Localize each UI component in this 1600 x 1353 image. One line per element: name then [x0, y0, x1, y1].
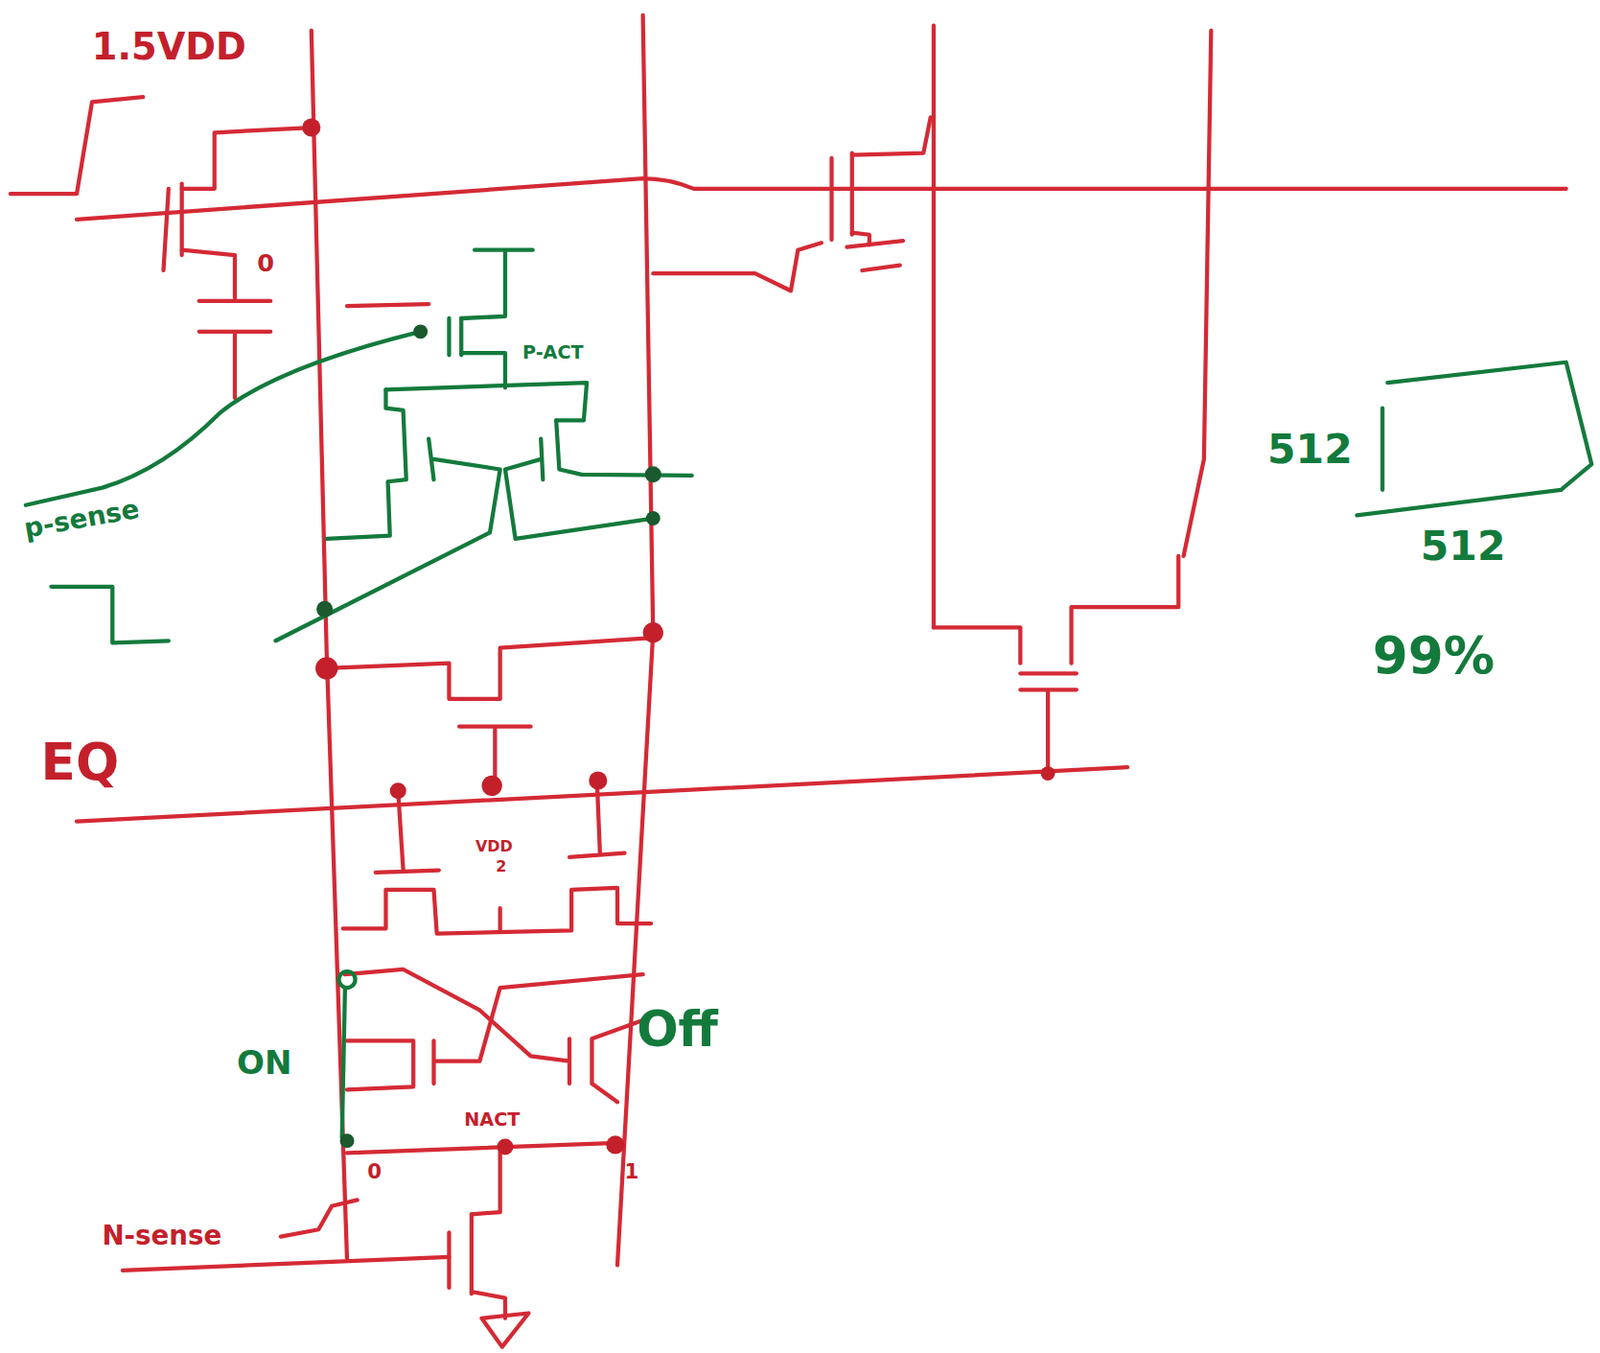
- signal-name: p-sense: [22, 494, 141, 541]
- wire: [461, 250, 533, 319]
- gate-plate: [163, 188, 169, 271]
- wire: [342, 987, 346, 1137]
- nmos-transistor: [591, 1020, 643, 1102]
- capacitor-symbol: [846, 240, 904, 271]
- wire: [461, 352, 506, 388]
- supply-label: 2: [495, 858, 507, 875]
- signal-name: P-ACT: [522, 343, 584, 362]
- junction-dot: [643, 622, 664, 643]
- io-line: [1183, 30, 1212, 557]
- supply-label: 1.5VDD: [92, 28, 247, 66]
- wordline: [76, 178, 1567, 220]
- junction-dot: [413, 324, 428, 339]
- n-sense-line: [122, 1256, 450, 1271]
- wire: [347, 303, 429, 306]
- bracket: [1380, 408, 1385, 490]
- wire: [182, 127, 312, 189]
- junction-dot: [646, 510, 661, 526]
- junction-dot: [339, 971, 356, 988]
- junction-dot: [645, 465, 662, 483]
- red-wiring: [10, 15, 1567, 1347]
- pulse-waveform: [10, 96, 143, 194]
- cross-gate: [433, 973, 643, 1084]
- equalize-transistor: [326, 637, 654, 699]
- precharge-transistors: [343, 887, 651, 934]
- junction-dot: [390, 782, 407, 799]
- state-note: Off: [636, 1004, 719, 1054]
- p-sense-line: [25, 331, 421, 506]
- gate-plate: [375, 790, 440, 873]
- cross-gate: [345, 969, 570, 1084]
- pulse-waveform: [280, 1199, 358, 1236]
- capacitor-symbol: [199, 301, 271, 398]
- wire: [498, 907, 503, 931]
- wire: [385, 382, 587, 420]
- signal-name: N-sense: [101, 1222, 222, 1250]
- io-line: [931, 25, 936, 628]
- transistor-symbol: [448, 318, 462, 355]
- bracket: [1357, 362, 1593, 516]
- junction-dot: [301, 117, 321, 137]
- junction-dot: [496, 1138, 513, 1156]
- ground-symbol: [482, 1313, 530, 1347]
- pulse-waveform: [50, 586, 168, 644]
- wire: [1071, 556, 1180, 664]
- wire: [852, 116, 931, 155]
- wire: [182, 250, 235, 299]
- junction-dot: [340, 1133, 355, 1148]
- nmos-transistor: [347, 1040, 414, 1090]
- state-note: ON: [236, 1045, 292, 1079]
- logic-level: 0: [256, 251, 275, 277]
- cross-gate: [505, 459, 653, 539]
- nact-line: [347, 1142, 618, 1154]
- junction-dot: [588, 770, 607, 789]
- junction-dot: [1041, 765, 1056, 781]
- junction-dot: [482, 775, 503, 796]
- transistor-symbol: [448, 1213, 471, 1294]
- count-label: 512: [1267, 428, 1353, 470]
- pmos-transistor: [556, 419, 693, 475]
- logic-level: 1: [624, 1160, 639, 1182]
- junction-dot: [605, 1135, 625, 1154]
- gate-plate: [569, 780, 625, 858]
- transistor-symbol: [1020, 672, 1077, 773]
- bitline: [311, 30, 348, 1260]
- junction-dot: [315, 656, 338, 679]
- pmos-transistor: [326, 389, 407, 538]
- wire: [471, 1147, 501, 1214]
- gate-plate: [829, 158, 834, 240]
- signal-name: NACT: [463, 1110, 520, 1129]
- percent-note: 99%: [1372, 630, 1495, 682]
- wire: [933, 626, 1021, 663]
- channel: [850, 153, 855, 235]
- channel: [180, 184, 185, 256]
- supply-label: VDD: [475, 838, 513, 855]
- signal-name: EQ: [41, 737, 120, 789]
- junction-dots: [301, 117, 1055, 1155]
- junction-dot: [316, 601, 333, 618]
- cross-gate: [276, 459, 501, 641]
- eq-line: [76, 766, 1128, 821]
- green-wiring: [25, 250, 1592, 1148]
- count-label: 512: [1420, 525, 1507, 567]
- pulse-waveform: [652, 242, 822, 291]
- logic-level: 0: [367, 1160, 382, 1182]
